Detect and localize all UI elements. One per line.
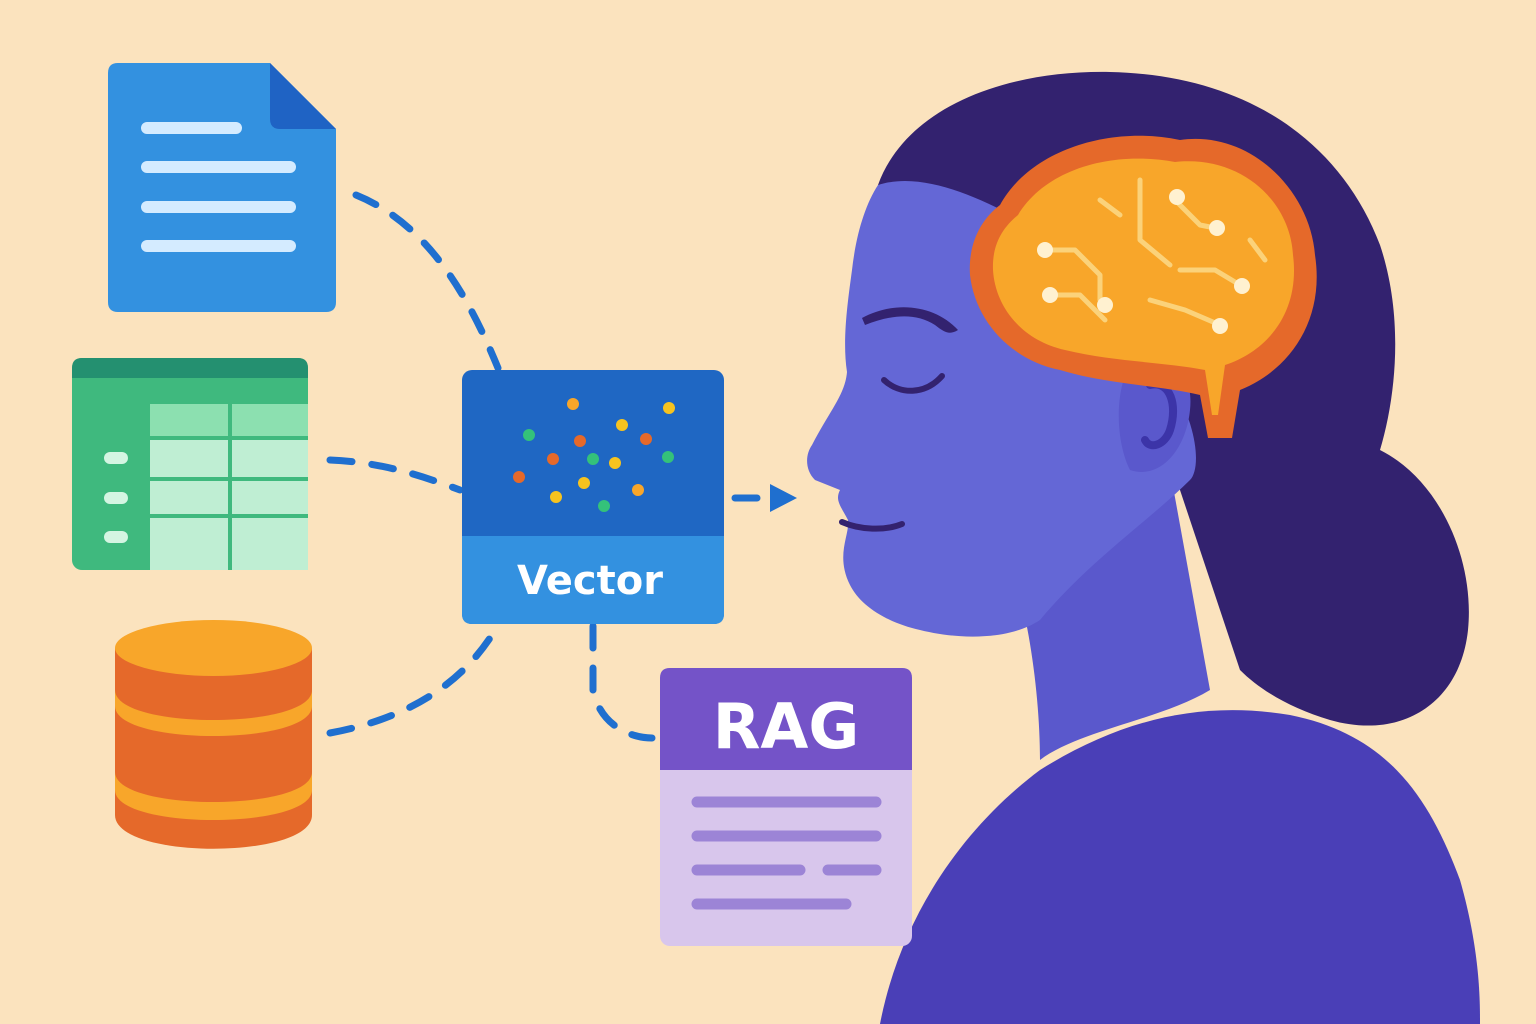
closed-eye — [881, 373, 945, 394]
person-body — [880, 710, 1480, 1024]
rag-card: RAG — [660, 668, 912, 946]
vector-label: Vector — [517, 558, 663, 604]
connectors — [326, 191, 779, 742]
mouth — [839, 519, 905, 532]
vector-embedding-points — [513, 398, 675, 512]
connector-document-to-vector — [352, 191, 502, 372]
spreadsheet-icon — [72, 358, 308, 570]
brain-icon — [969, 135, 1317, 438]
connector-vector-to-rag — [589, 622, 656, 742]
rag-label: RAG — [713, 690, 860, 763]
document-icon — [108, 63, 336, 312]
database-icon — [115, 620, 312, 849]
vector-store-box: Vector — [462, 370, 724, 624]
person-profile — [807, 71, 1480, 1024]
connector-database-to-vector — [326, 634, 494, 737]
arrow-head-icon — [770, 484, 797, 512]
eyebrow — [862, 307, 958, 333]
connector-spreadsheet-to-vector — [326, 456, 464, 494]
